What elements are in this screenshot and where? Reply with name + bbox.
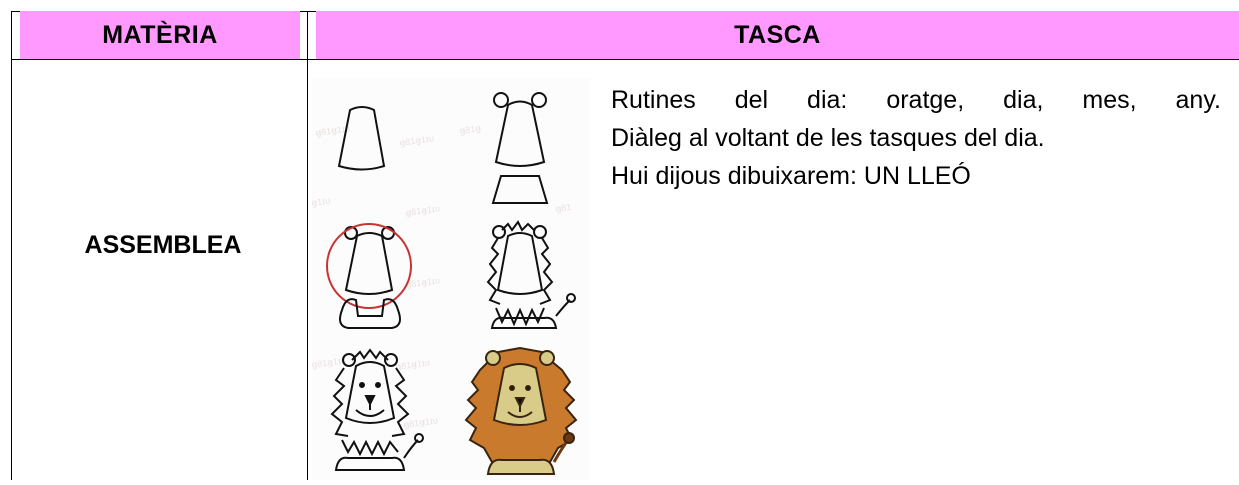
step-5-face (330, 348, 424, 471)
table-left-border (11, 11, 12, 480)
row-subject: ASSEMBLEA (84, 230, 242, 259)
watermark: ꞡ81ꞡ1ɪᴜ ꞡ81ꞡ1ɪᴜ ꞡ81ꞡ ꞡ1ɪᴜ ꞡ81ꞡ1ɪᴜ ꞡ81 ꞡ8… (311, 123, 572, 430)
task-line-2: Diàleg al voltant de les tasques del dia… (611, 124, 1045, 152)
task-line-3: Hui dijous dibuixarem: UN LLEÓ (611, 162, 971, 190)
task-word: dia, (1003, 86, 1044, 114)
svg-text:ꞡ81ꞡ: ꞡ81ꞡ (459, 123, 482, 136)
svg-text:ꞡ81ꞡ1ɪᴜ: ꞡ81ꞡ1ɪᴜ (405, 275, 441, 290)
step-6-colored-lion (464, 346, 578, 475)
svg-text:ꞡ81ꞡ1ɪᴜ: ꞡ81ꞡ1ɪᴜ (315, 123, 351, 138)
svg-text:ꞡ81ꞡ1ɪᴜ: ꞡ81ꞡ1ɪᴜ (405, 203, 441, 218)
step-1-head (337, 106, 386, 171)
svg-text:ꞡ81ꞡ1ɪᴜ: ꞡ81ꞡ1ɪᴜ (395, 357, 431, 372)
task-word: oratge, (886, 86, 965, 114)
header-subject-label: MATÈRIA (102, 20, 218, 49)
task-word: Rutines (611, 86, 696, 114)
task-line-1: Rutines del dia: oratge, dia, mes, any. (611, 81, 1221, 119)
svg-text:ꞡ81ꞡ1ɪᴜ: ꞡ81ꞡ1ɪᴜ (399, 133, 435, 148)
lion-drawing-image: ꞡ81ꞡ1ɪᴜ ꞡ81ꞡ1ɪᴜ ꞡ81ꞡ ꞡ1ɪᴜ ꞡ81ꞡ1ɪᴜ ꞡ81 ꞡ8… (311, 78, 590, 480)
step-2-head-body (491, 92, 549, 204)
svg-text:ꞡ1ɪᴜ: ꞡ1ɪᴜ (312, 195, 331, 208)
task-word: dia: (807, 86, 848, 114)
task-word: del (734, 86, 769, 114)
svg-text:ꞡ81: ꞡ81 (555, 202, 572, 214)
header-task: TASCA (316, 11, 1239, 59)
header-bottom-border (11, 59, 1239, 60)
task-description: Rutines del dia: oratge, dia, mes, any. … (611, 81, 1221, 195)
task-word: any. (1175, 86, 1221, 114)
step-4-mane (486, 220, 576, 329)
header-subject: MATÈRIA (20, 11, 300, 59)
task-word: mes, (1082, 86, 1137, 114)
step-3-guide (326, 223, 412, 329)
svg-text:ꞡ81ꞡ1ɪᴜ: ꞡ81ꞡ1ɪᴜ (312, 355, 347, 370)
column-divider (307, 11, 308, 480)
svg-text:ꞡ81ꞡ1ɪᴜ: ꞡ81ꞡ1ɪᴜ (403, 415, 439, 430)
header-task-label: TASCA (734, 20, 821, 49)
